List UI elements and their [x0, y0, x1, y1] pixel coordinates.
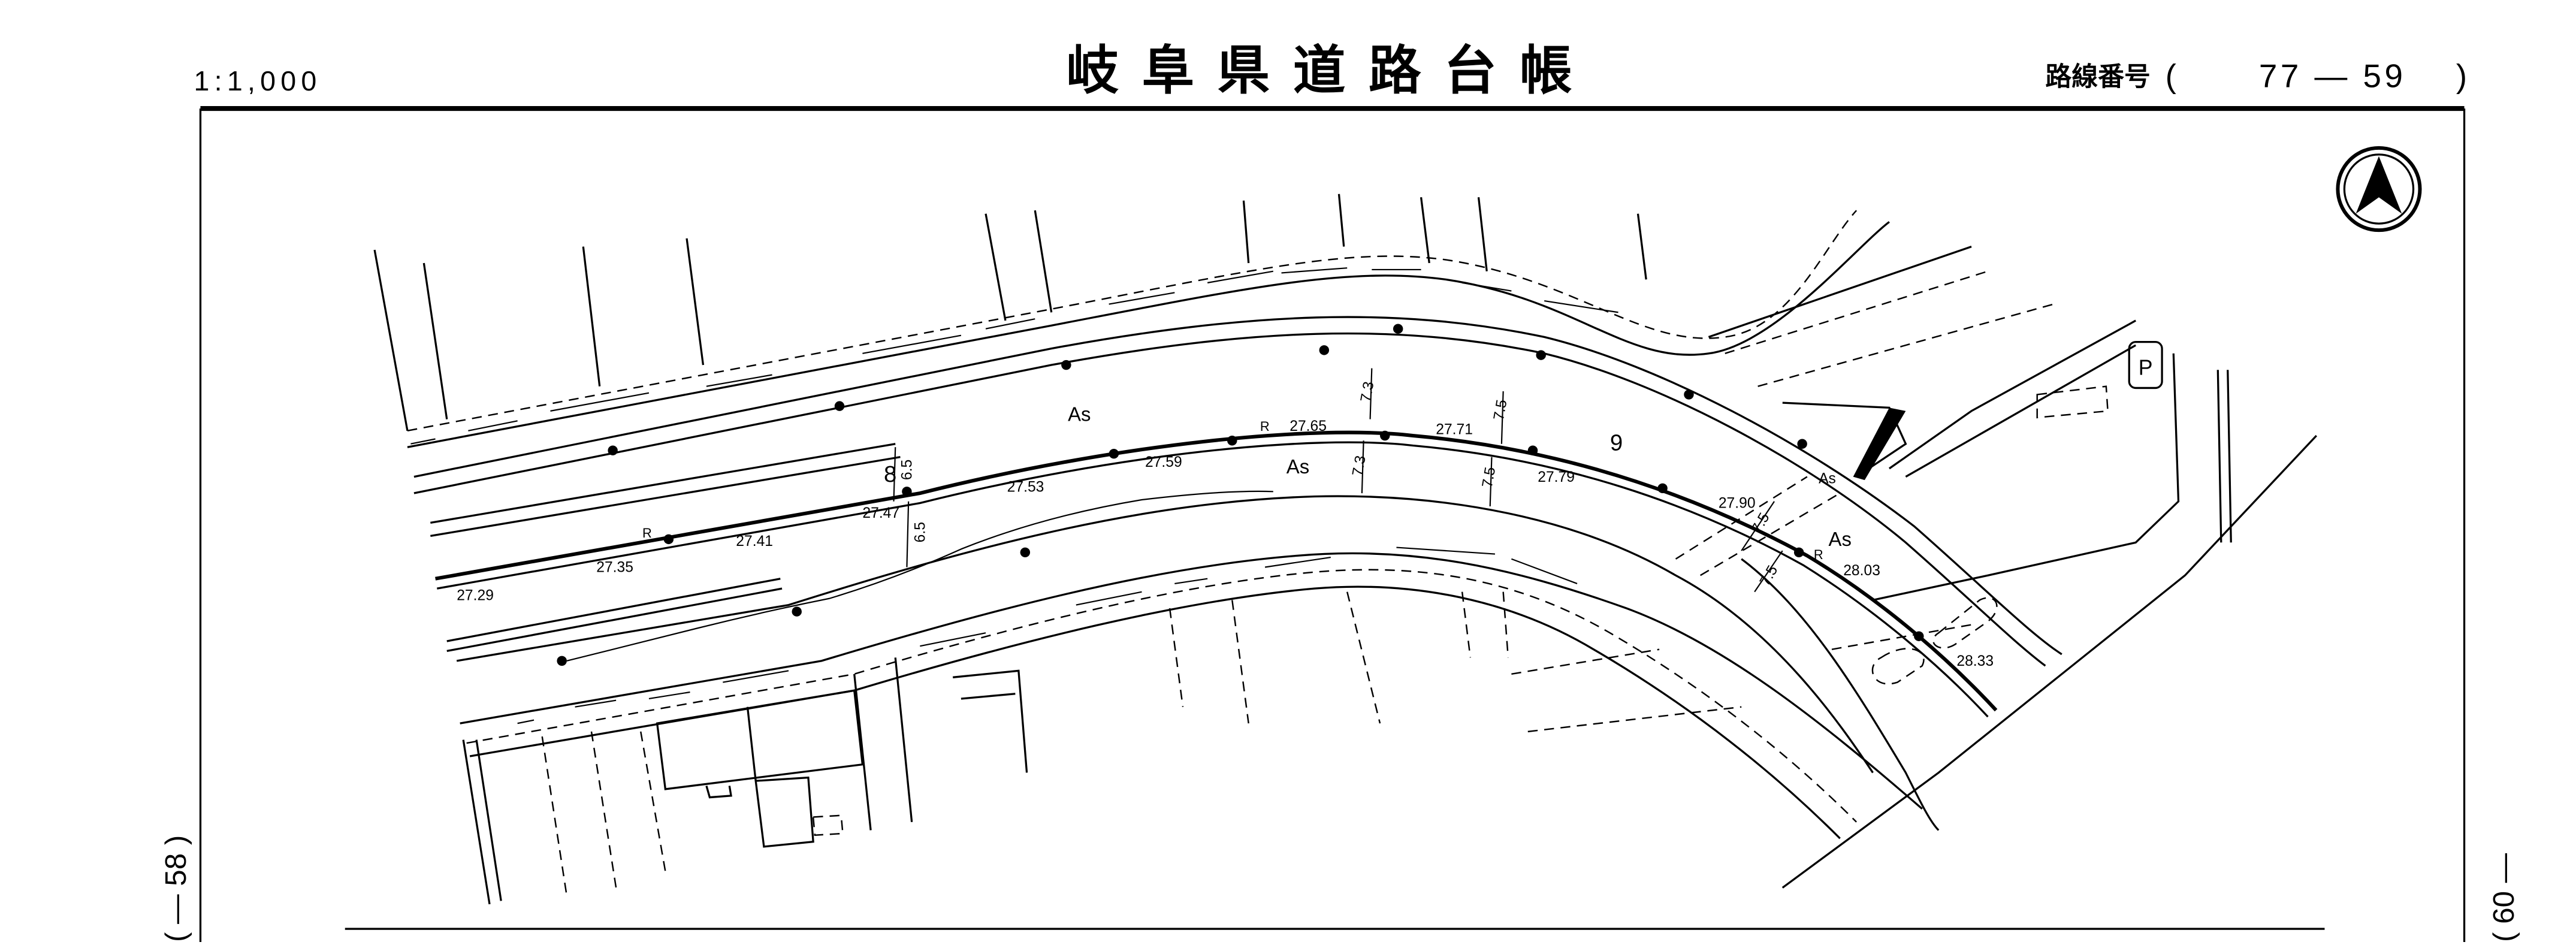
lot-lines [373, 194, 2318, 905]
width-label: 7.5 [1748, 510, 1773, 536]
elevation-label: 27.29 [457, 587, 494, 603]
survey-points [557, 324, 1924, 666]
surface-label: As [1829, 528, 1852, 550]
route-number-value: 77 — 59 [2259, 57, 2406, 94]
elevation-label: 27.71 [1436, 421, 1473, 437]
route-open-paren: ( [2166, 57, 2176, 94]
width-label: 7.3 [1349, 454, 1369, 477]
curve-mark: R [1814, 547, 1823, 562]
section-numbers: 8 9 [884, 430, 1623, 487]
elevation-label: 27.53 [1007, 479, 1044, 495]
route-number: 路線番号 ( 77 — 59 ) [2045, 57, 2467, 94]
section-number: 8 [884, 461, 896, 487]
width-label: 7.3 [1358, 381, 1378, 403]
elevation-label: 27.47 [862, 505, 899, 521]
elevation-label: 28.33 [1956, 653, 1994, 669]
adjacent-sheet-left: ( — 58 ) [159, 835, 192, 942]
planting-symbols [410, 267, 1618, 724]
surface-label: As [1068, 403, 1091, 425]
curve-marks: R R R [642, 419, 1823, 562]
route-close-paren: ) [2456, 57, 2467, 94]
elevation-label: 27.79 [1538, 469, 1575, 485]
curve-mark: R [1260, 419, 1270, 434]
width-label: 7.5 [1757, 563, 1781, 588]
surface-label: As [1819, 471, 1836, 487]
adjacent-sheet-right: ( 60 — [2487, 853, 2520, 942]
surface-labels: As As As As [1068, 403, 1852, 550]
width-label: 6.5 [899, 460, 916, 480]
width-label: 7.5 [1479, 466, 1499, 488]
route-label: 路線番号 [2045, 62, 2150, 92]
frame-sides [199, 108, 2466, 942]
hatched-island [1853, 407, 1906, 481]
surface-label: As [1287, 455, 1309, 478]
width-label: 7.5 [1491, 398, 1511, 421]
curve-mark: R [642, 526, 652, 541]
elevation-label: 27.41 [736, 533, 773, 550]
page-title: 岐阜県道路台帳 [1066, 41, 1595, 100]
elevation-label: 27.65 [1289, 418, 1327, 434]
road-edges [407, 210, 2137, 840]
parking-symbol: P [2128, 340, 2163, 390]
north-arrow-icon [2336, 146, 2422, 233]
scale-label: 1:1,000 [194, 65, 322, 96]
elevation-label: 28.03 [1843, 563, 1880, 579]
elevation-label: 27.35 [596, 560, 633, 576]
elevation-label: 27.59 [1145, 454, 1182, 470]
elevation-labels: 27.29 27.35 27.41 27.47 27.53 27.59 27.6… [457, 418, 1994, 669]
section-number: 9 [1610, 430, 1623, 456]
elevation-label: 27.90 [1719, 496, 1756, 512]
width-label: 6.5 [913, 522, 929, 542]
parking-label: P [2139, 355, 2153, 379]
